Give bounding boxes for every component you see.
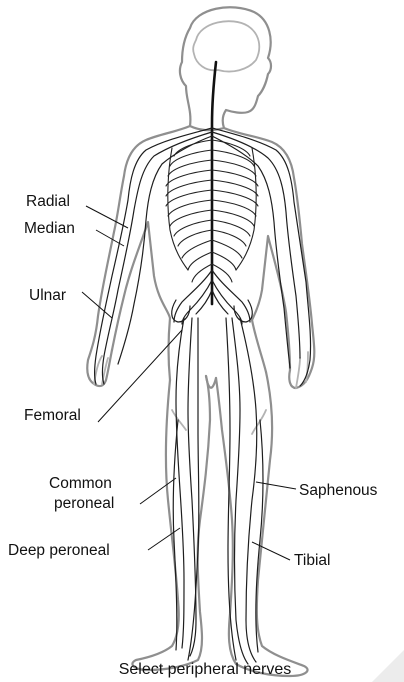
right-femoral-nerve [240,318,257,662]
body-outline [87,7,314,676]
label-common-peroneal-line2: peroneal [54,495,114,512]
figure-caption: Select peripheral nerves [119,661,292,678]
left-side-outline [87,126,190,386]
label-common-peroneal-line1: Common [49,475,112,492]
label-saphenous: Saphenous [299,482,378,499]
radial-leader [86,206,128,228]
head-outline [180,7,271,130]
page-corner-shape [372,650,404,682]
knee-outline [172,410,266,434]
label-femoral: Femoral [24,407,81,424]
label-tibial: Tibial [294,552,330,569]
brain-outline [193,21,259,71]
right-brachial-nerve-1 [212,128,311,386]
spinal-cord [212,62,216,304]
nerves [95,62,311,664]
lumbar-plexus-right [212,270,250,324]
right-side-outline [224,128,314,388]
common-peroneal-leader [140,478,176,504]
tibial-leader [252,542,290,560]
left-arm-inner-outline [112,222,170,350]
label-ulnar: Ulnar [29,287,66,304]
saphenous-leader [256,482,296,489]
label-deep-peroneal: Deep peroneal [8,542,110,559]
median-leader [96,230,124,246]
right-hand-outline [296,352,308,388]
right-arm-inner-outline [252,236,290,370]
label-radial: Radial [26,193,70,210]
left-brachial-nerve-2 [103,132,213,384]
label-median: Median [24,220,75,237]
lumbar-plexus-left [174,270,212,324]
deep-peroneal-leader [148,528,180,550]
